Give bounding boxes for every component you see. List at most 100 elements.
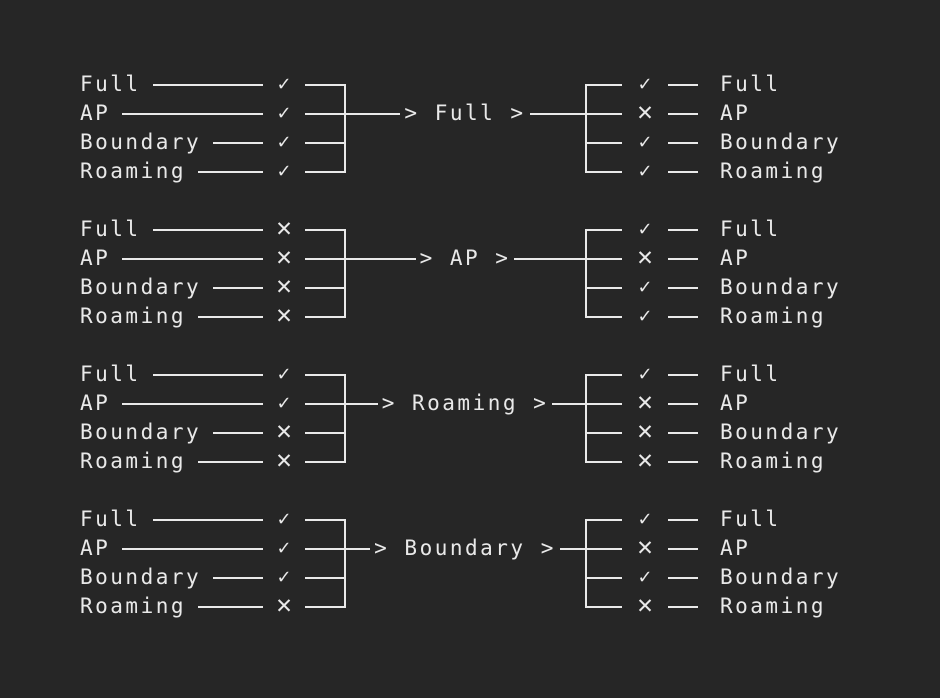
status-mark-icon: ✕ [275,449,293,473]
output-row: ✕ AP [585,534,885,563]
transition-group-full: Full ✓ AP ✓ Boundary ✓ Roaming ✓ [0,70,940,186]
mode-label: Full [720,72,781,96]
input-row: Boundary ✕ [80,273,345,302]
input-row: Roaming ✕ [80,302,345,331]
mode-label: Boundary [720,420,842,444]
connector-line [152,518,263,521]
connector-line [668,518,698,521]
output-row: ✕ AP [585,244,885,273]
status-mark-icon: ✓ [276,537,292,559]
connector-line [668,402,698,405]
status-mark-icon: ✓ [276,102,292,124]
connector-line [152,228,263,231]
transition-node: > Roaming > [345,389,586,418]
mode-label: Roaming [80,449,187,473]
input-row: AP ✕ [80,244,345,273]
status-mark-icon: ✓ [276,363,292,385]
output-row: ✕ AP [585,389,885,418]
node-label: > Full > [404,101,526,125]
connector-line [305,402,345,405]
output-column: ✓ Full ✕ AP ✓ Boundary ✓ Roaming [585,215,885,331]
connector-line [585,547,622,550]
mode-label: AP [80,536,111,560]
merge-bracket-line [344,83,346,173]
transition-node: > Full > [345,99,585,128]
status-mark-icon: ✓ [637,305,653,327]
mode-label: AP [720,246,751,270]
connector-line [198,605,263,608]
connector-line [585,228,622,231]
connector-line [668,547,698,550]
mode-label: Roaming [80,594,187,618]
output-row: ✓ Boundary [585,563,885,592]
connector-line [213,576,263,579]
status-mark-icon: ✕ [636,101,654,125]
output-row: ✕ Boundary [585,418,885,447]
mode-label: Roaming [720,159,827,183]
connector-line [305,518,345,521]
status-mark-icon: ✕ [636,449,654,473]
input-row: Roaming ✓ [80,157,345,186]
output-row: ✓ Boundary [585,128,885,157]
node-label: > AP > [419,246,511,270]
connector-line [345,257,416,260]
output-row: ✓ Full [585,70,885,99]
output-row: ✓ Boundary [585,273,885,302]
connector-line [122,402,263,405]
connector-line [213,141,263,144]
mode-label: Boundary [80,420,202,444]
status-mark-icon: ✓ [637,218,653,240]
mode-label: Boundary [80,130,202,154]
output-column: ✓ Full ✕ AP ✓ Boundary ✓ Roaming [585,70,885,186]
connector-line [345,402,378,405]
mode-label: Boundary [80,565,202,589]
connector-line [668,576,698,579]
input-column: Full ✓ AP ✓ Boundary ✓ Roaming ✓ [80,70,345,186]
mode-label: Roaming [720,449,827,473]
status-mark-icon: ✕ [275,304,293,328]
connector-line [585,460,622,463]
connector-line [668,286,698,289]
mode-label: Roaming [80,304,187,328]
connector-line [122,112,263,115]
status-mark-icon: ✓ [637,276,653,298]
connector-line [529,112,585,115]
connector-line [305,547,345,550]
input-row: Boundary ✓ [80,128,345,157]
connector-line [305,83,345,86]
node-label: > Boundary > [374,536,556,560]
connector-line [668,257,698,260]
mode-label: Full [80,72,141,96]
input-row: Full ✓ [80,360,345,389]
connector-line [585,170,622,173]
output-row: ✓ Full [585,360,885,389]
connector-line [585,576,622,579]
connector-line [585,286,622,289]
mode-label: AP [720,536,751,560]
connector-line [198,460,263,463]
connector-line [305,170,345,173]
status-mark-icon: ✓ [637,131,653,153]
mode-label: AP [720,101,751,125]
connector-line [585,83,622,86]
status-mark-icon: ✓ [637,566,653,588]
connector-line [585,518,622,521]
connector-line [305,228,345,231]
connector-line [559,547,585,550]
connector-line [668,431,698,434]
connector-line [585,315,622,318]
mode-label: Full [80,362,141,386]
status-mark-icon: ✓ [276,160,292,182]
input-column: Full ✕ AP ✕ Boundary ✕ Roaming ✕ [80,215,345,331]
status-mark-icon: ✕ [636,391,654,415]
connector-line [152,373,263,376]
status-mark-icon: ✕ [636,420,654,444]
connector-line [585,112,622,115]
connector-line [305,373,345,376]
connector-line [668,112,698,115]
split-bracket-line [585,373,587,463]
status-mark-icon: ✕ [275,420,293,444]
connector-line [198,170,263,173]
mode-label: Boundary [80,275,202,299]
